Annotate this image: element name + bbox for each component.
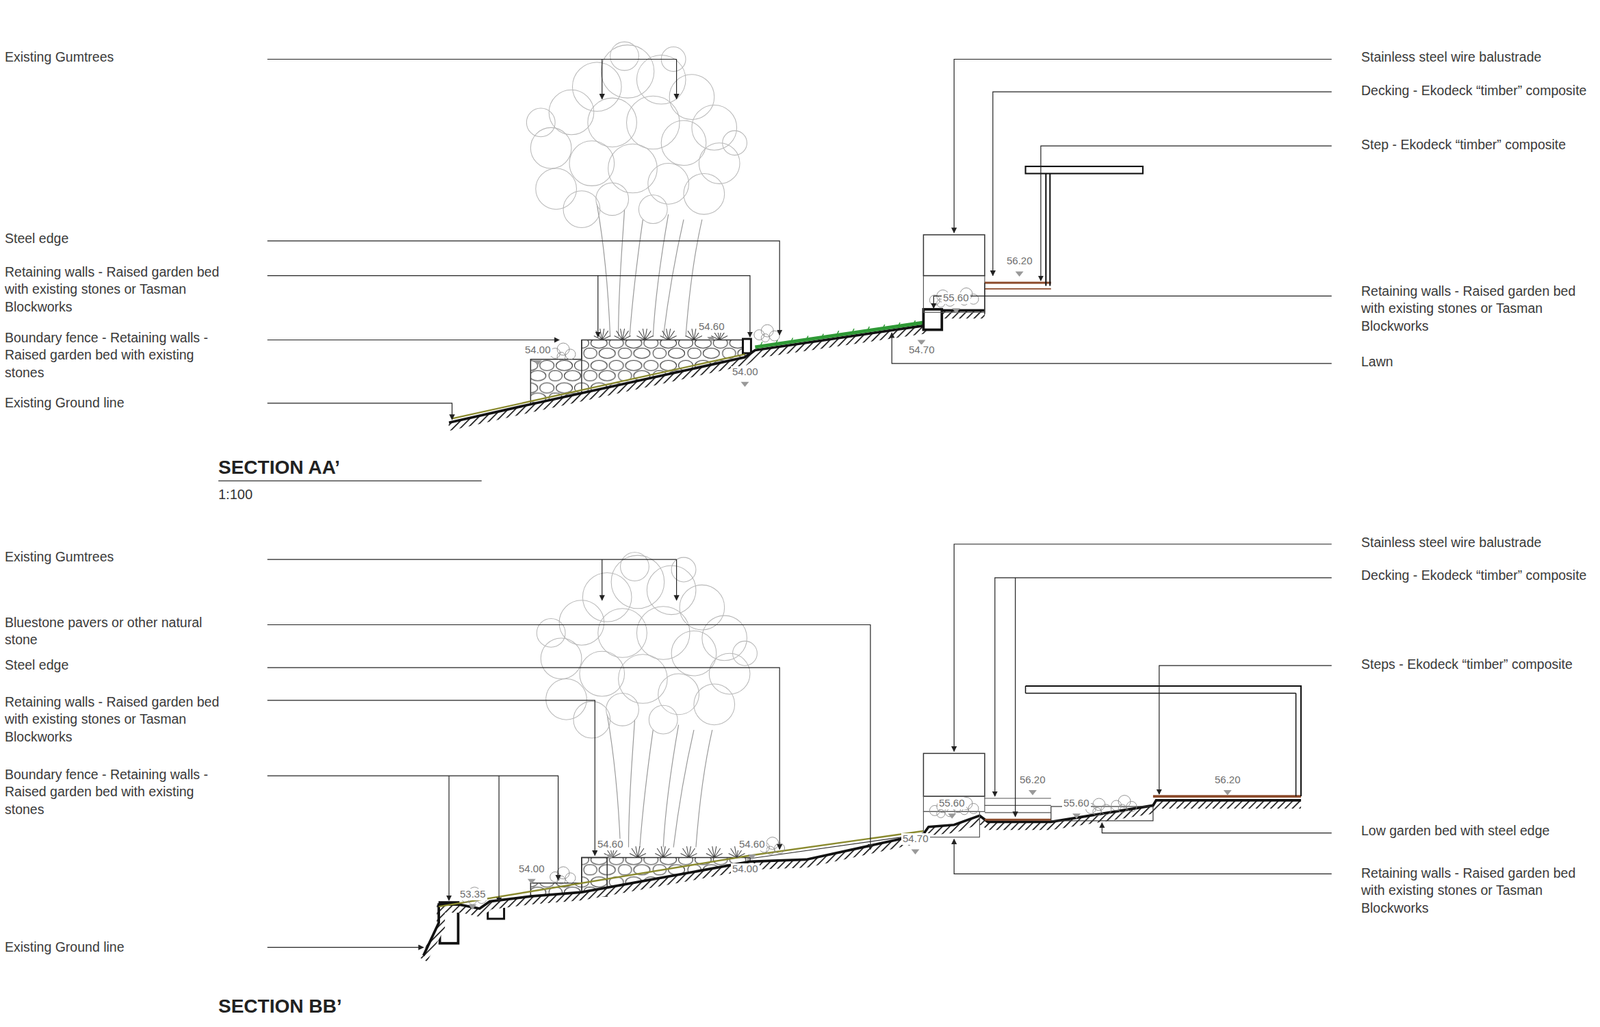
- callout-label: Bluestone pavers or other natural stone: [4, 613, 231, 649]
- spot-level: 54.70: [907, 344, 937, 356]
- spot-level: 54.60: [737, 838, 767, 850]
- balustrade: [923, 234, 985, 276]
- gum-trees: [536, 552, 757, 848]
- spot-level: 55.60: [937, 797, 967, 809]
- spot-level: 56.20: [1018, 773, 1048, 786]
- section-bb-illustration: [267, 544, 1332, 960]
- balustrade: [923, 752, 985, 796]
- decking: [984, 281, 1052, 285]
- earth-line: [448, 310, 985, 423]
- section-title: SECTION AA’: [218, 457, 341, 479]
- spot-level: 53.35: [458, 888, 488, 900]
- spot-level: 54.70: [901, 832, 931, 845]
- spot-level: 55.60: [1062, 797, 1091, 809]
- section-aa-illustration: [218, 41, 1332, 481]
- deck-structure: [1025, 685, 1302, 796]
- leader-lines: [267, 58, 1332, 419]
- callout-label: Steel edge: [4, 229, 231, 248]
- earth-line: [423, 800, 1301, 956]
- gum-trees: [526, 41, 747, 337]
- spot-level: 54.60: [697, 320, 727, 333]
- bluestone-pavers: [750, 830, 924, 856]
- scale-label: 1:100: [218, 486, 253, 502]
- steel-edge: [743, 338, 752, 354]
- callout-label: Boundary fence - Retaining walls - Raise…: [4, 765, 231, 818]
- spot-level: 54.00: [517, 862, 547, 875]
- callout-label: Decking - Ekodeck “timber” composite: [1361, 566, 1595, 584]
- spot-level: 54.60: [596, 838, 625, 850]
- spot-level: 54.00: [730, 862, 760, 875]
- callout-label: Retaining walls - Raised garden bed with…: [4, 263, 231, 316]
- callout-label: Stainless steel wire balustrade: [1361, 48, 1595, 66]
- deck-structure: [1025, 166, 1143, 174]
- callout-label: Low garden bed with steel edge: [1361, 821, 1595, 840]
- callout-label: Retaining walls - Raised garden bed with…: [1361, 282, 1595, 335]
- spot-level: 55.60: [941, 292, 971, 304]
- earth-hatch: [448, 314, 985, 427]
- callout-label: Lawn: [1361, 353, 1595, 371]
- callout-label: Existing Gumtrees: [4, 48, 231, 66]
- callout-label: Existing Ground line: [4, 394, 231, 412]
- spot-level: 56.20: [1213, 773, 1243, 786]
- retaining-wall: [923, 810, 980, 837]
- spot-level: 54.00: [730, 366, 760, 378]
- title-underline: [218, 480, 482, 482]
- callout-label: Existing Ground line: [4, 938, 231, 956]
- existing-ground-line: [438, 855, 751, 907]
- callout-label: Boundary fence - Retaining walls - Raise…: [4, 329, 231, 382]
- section-title: SECTION BB’: [218, 995, 342, 1017]
- callout-label: Retaining walls - Raised garden bed with…: [4, 693, 231, 746]
- callout-label: Retaining walls - Raised garden bed with…: [1361, 864, 1595, 917]
- callout-label: Existing Gumtrees: [4, 548, 231, 566]
- callout-label: Stainless steel wire balustrade: [1361, 533, 1595, 551]
- deck-steps: [984, 797, 1052, 813]
- decking: [1153, 794, 1301, 798]
- spot-level: 54.00: [523, 344, 553, 356]
- leader-lines: [267, 544, 1332, 948]
- callout-label: Steel edge: [4, 656, 231, 674]
- callout-label: Decking - Ekodeck “timber” composite: [1361, 82, 1595, 100]
- existing-ground-line: [452, 353, 746, 419]
- spot-level: 56.20: [1005, 255, 1035, 267]
- earth-hatch: [423, 804, 1301, 960]
- callout-label: Steps - Ekodeck “timber” composite: [1361, 655, 1595, 673]
- callout-label: Step - Ekodeck “timber” composite: [1361, 136, 1595, 154]
